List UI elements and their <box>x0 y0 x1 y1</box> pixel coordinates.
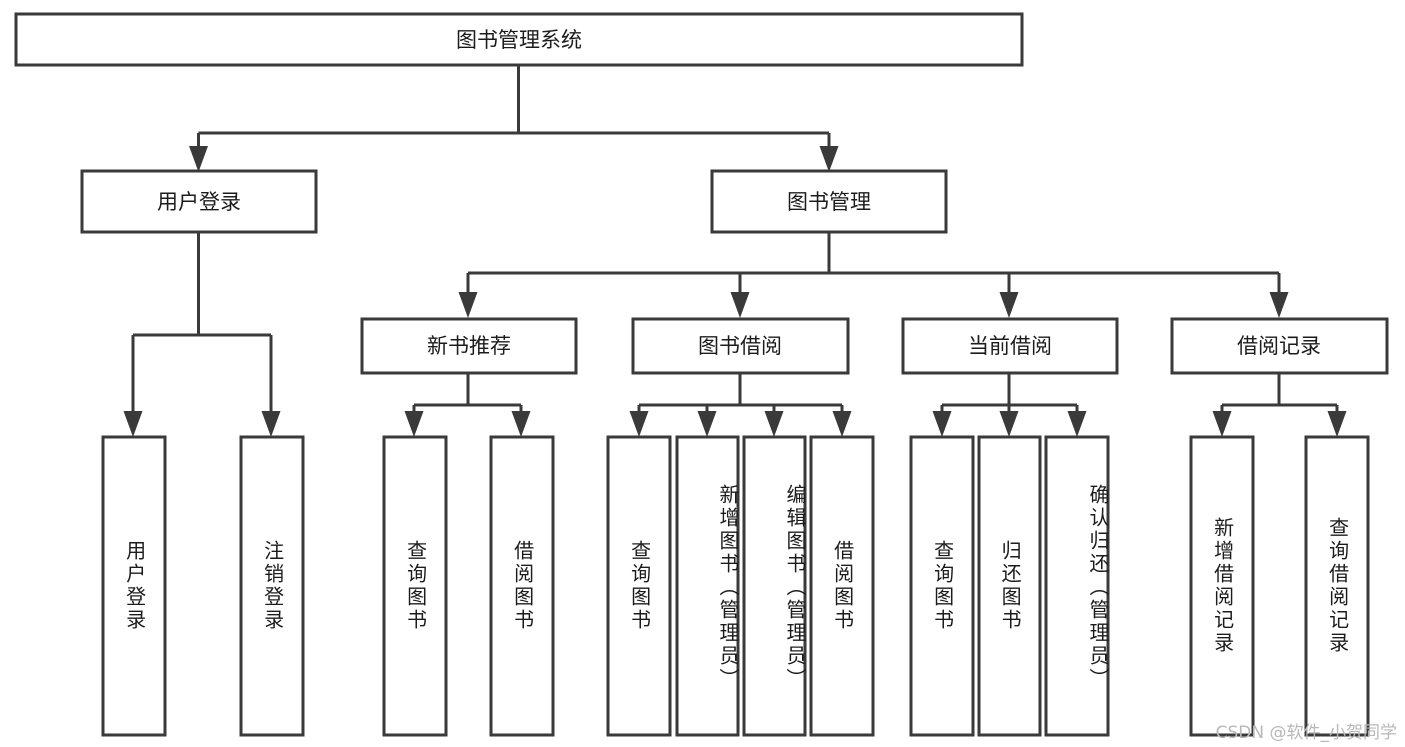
arrow-leaf-query-book-3 <box>932 411 952 437</box>
node-leaf-edit-book-box[interactable] <box>742 435 807 737</box>
node-root-label: 图书管理系统 <box>456 28 582 52</box>
node-leaf-borrow-book-1-box[interactable] <box>489 435 555 737</box>
node-user-login-label: 用户登录 <box>157 190 241 214</box>
arrow-to-book-borrow <box>730 292 750 318</box>
node-current-borrow[interactable]: 当前借阅 <box>901 317 1119 375</box>
arrow-leaf-confirm-return <box>1067 411 1087 437</box>
arrow-to-borrow-record <box>1269 292 1289 318</box>
node-root[interactable]: 图书管理系统 <box>14 12 1024 67</box>
csdn-watermark: CSDN @软件_小贺同学 <box>1215 723 1397 743</box>
node-leaf-add-record-box[interactable] <box>1189 435 1255 737</box>
arrow-leaf-borrow-book-1 <box>511 411 531 437</box>
node-leaf-user-logout-box[interactable] <box>239 435 305 737</box>
arrow-leaf-user-login <box>123 411 143 437</box>
arrow-leaf-user-logout <box>261 411 281 437</box>
arrow-leaf-query-book-2 <box>629 411 649 437</box>
node-leaf-query-record-box[interactable] <box>1304 435 1370 737</box>
node-new-book-recommend-label: 新书推荐 <box>427 334 511 358</box>
node-book-borrow-label: 图书借阅 <box>698 334 782 358</box>
arrow-leaf-query-book-1 <box>404 411 424 437</box>
node-leaf-return-book-box[interactable] <box>977 435 1042 737</box>
node-user-login-box[interactable] <box>80 169 318 234</box>
node-leaf-query-book-3-box[interactable] <box>909 435 975 737</box>
arrow-leaf-edit-book <box>764 411 784 437</box>
arrow-leaf-return-book <box>999 411 1019 437</box>
arrow-leaf-borrow-book-2 <box>832 411 852 437</box>
node-book-management-label: 图书管理 <box>787 190 871 214</box>
node-book-management[interactable]: 图书管理 <box>710 169 948 234</box>
node-leaf-confirm-return-box[interactable] <box>1044 435 1110 737</box>
node-borrow-record[interactable]: 借阅记录 <box>1170 317 1389 375</box>
node-leaf-add-book-box[interactable] <box>675 435 740 737</box>
arrow-to-current-borrow <box>999 292 1019 318</box>
node-book-borrow[interactable]: 图书借阅 <box>631 317 850 375</box>
node-new-book-recommend[interactable]: 新书推荐 <box>360 317 578 375</box>
node-book-borrow-box[interactable] <box>631 317 850 375</box>
node-borrow-record-label: 借阅记录 <box>1237 334 1321 358</box>
arrow-to-user-login <box>189 146 208 172</box>
node-leaf-query-book-2-box[interactable] <box>606 435 672 737</box>
node-new-book-recommend-box[interactable] <box>360 317 578 375</box>
node-root-box[interactable] <box>14 12 1024 67</box>
node-leaf-user-login-box[interactable] <box>101 435 167 737</box>
arrow-leaf-add-record <box>1212 411 1232 437</box>
node-borrow-record-box[interactable] <box>1170 317 1389 375</box>
node-current-borrow-box[interactable] <box>901 317 1119 375</box>
arrow-leaf-add-book <box>697 411 717 437</box>
arrow-to-book-management <box>819 146 839 172</box>
connector-layer <box>123 66 1347 437</box>
node-current-borrow-label: 当前借阅 <box>968 334 1052 358</box>
node-leaf-borrow-book-2-box[interactable] <box>809 435 875 737</box>
node-leaf-query-book-1-box[interactable] <box>382 435 448 737</box>
node-layer: 图书管理系统 用户登录 图书管理 新书推荐 图书借阅 当前 <box>14 12 1389 737</box>
arrow-leaf-query-record <box>1327 411 1347 437</box>
node-user-login[interactable]: 用户登录 <box>80 169 318 234</box>
node-book-management-box[interactable] <box>710 169 948 234</box>
arrow-to-new-book-recommend <box>458 292 478 318</box>
